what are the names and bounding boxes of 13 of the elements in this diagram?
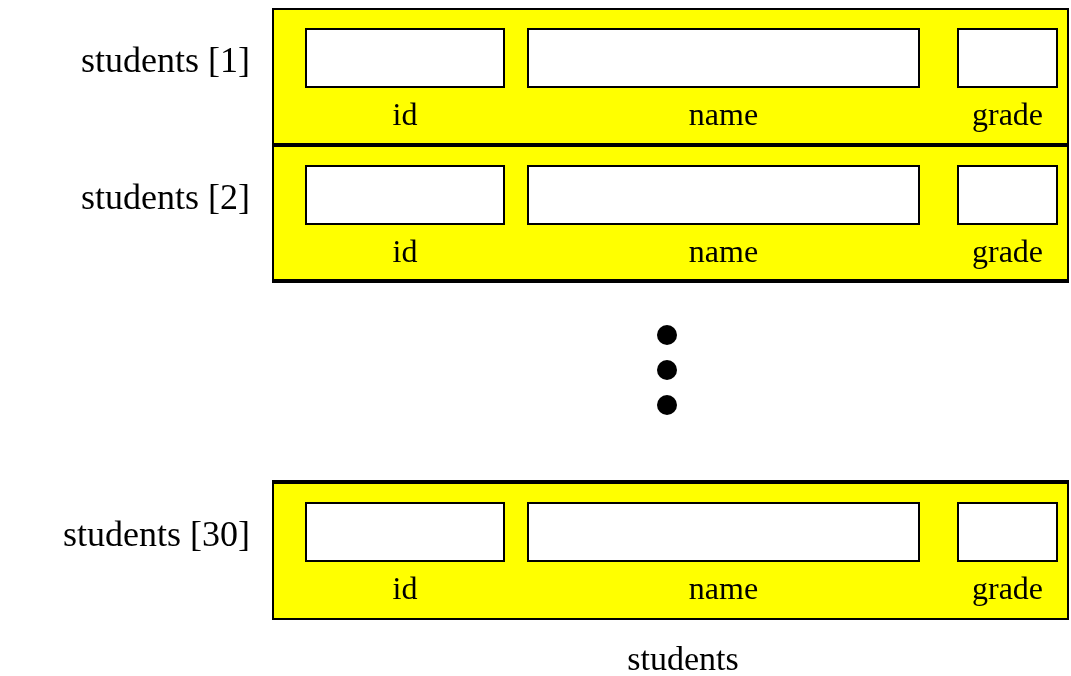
field-label: name xyxy=(688,98,759,130)
element-label: students [2] xyxy=(81,179,250,215)
array-caption: students xyxy=(627,642,739,676)
element-label: students [30] xyxy=(63,516,250,552)
field-label: name xyxy=(688,572,759,604)
field-label: grade xyxy=(971,98,1044,130)
field-label: id xyxy=(392,572,418,604)
element-label: students [1] xyxy=(81,42,250,78)
field-label: name xyxy=(688,235,759,267)
field-label: id xyxy=(392,235,418,267)
field-label: grade xyxy=(971,235,1044,267)
field-label: id xyxy=(392,98,418,130)
field-label: grade xyxy=(971,572,1044,604)
